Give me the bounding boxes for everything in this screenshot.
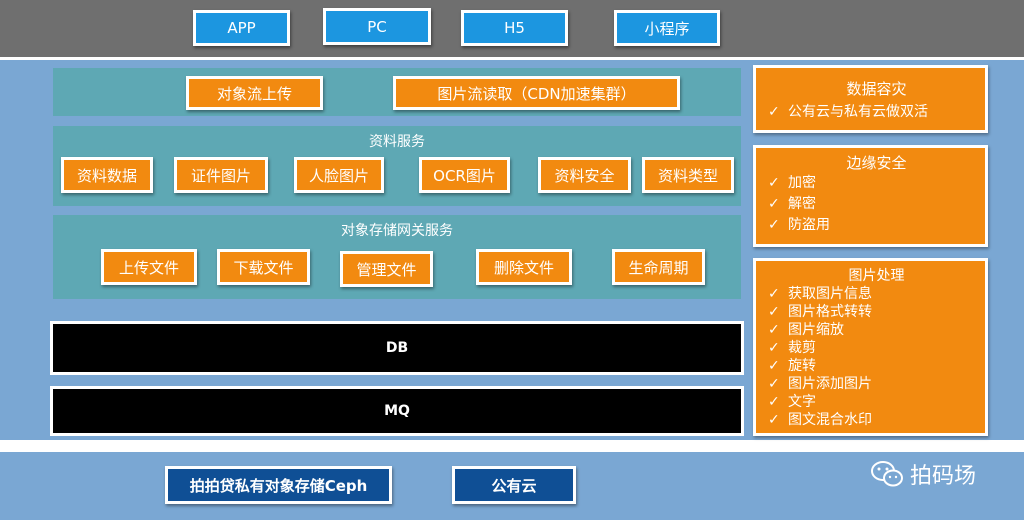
image-processing-box: 图片处理 ✓获取图片信息 ✓图片格式转转 ✓图片缩放 ✓裁剪 ✓旋转 ✓图片添加… <box>753 258 988 436</box>
edge-security-title: 边缘安全 <box>846 154 907 172</box>
data-service-item: 人脸图片 <box>294 157 384 193</box>
data-service-item: OCR图片 <box>419 157 510 193</box>
list-item: ✓加密 <box>768 173 985 194</box>
gateway-service-item: 删除文件 <box>476 249 572 285</box>
image-processing-title: 图片处理 <box>848 268 905 284</box>
client-app: APP <box>193 10 290 46</box>
check-icon: ✓ <box>768 322 780 338</box>
gateway-service-item: 管理文件 <box>340 251 433 287</box>
data-service-item: 资料安全 <box>538 157 631 193</box>
check-icon: ✓ <box>768 104 780 120</box>
list-item: ✓获取图片信息 <box>768 286 872 302</box>
image-stream-read: 图片流读取（CDN加速集群） <box>393 76 680 110</box>
db-bar: DB <box>50 321 744 375</box>
list-item: ✓解密 <box>768 194 985 215</box>
disaster-recovery-list: ✓公有云与私有云做双活 <box>768 101 985 121</box>
check-icon: ✓ <box>768 175 780 191</box>
data-service-item: 资料类型 <box>642 157 734 193</box>
list-item: ✓图文混合水印 <box>768 412 872 428</box>
disaster-recovery-box: 数据容灾 ✓公有云与私有云做双活 <box>753 65 988 133</box>
check-icon: ✓ <box>768 340 780 356</box>
wechat-icon <box>871 461 903 487</box>
list-item: ✓公有云与私有云做双活 <box>768 104 928 120</box>
disaster-recovery-title: 数据容灾 <box>846 80 907 98</box>
gateway-service-item: 上传文件 <box>101 249 197 285</box>
mq-bar: MQ <box>50 386 744 436</box>
check-icon: ✓ <box>768 412 780 428</box>
check-icon: ✓ <box>768 376 780 392</box>
check-icon: ✓ <box>768 217 780 233</box>
client-mini-program: 小程序 <box>614 10 720 46</box>
client-h5: H5 <box>461 10 568 46</box>
data-service-item: 证件图片 <box>174 157 268 193</box>
check-icon: ✓ <box>768 304 780 320</box>
list-item: ✓裁剪 <box>768 340 816 356</box>
edge-security-box: 边缘安全 ✓加密 ✓解密 ✓防盗用 <box>753 145 988 247</box>
backend-public-cloud: 公有云 <box>452 466 576 504</box>
object-stream-upload: 对象流上传 <box>186 76 323 110</box>
check-icon: ✓ <box>768 394 780 410</box>
list-item: ✓图片添加图片 <box>768 376 872 392</box>
watermark: 拍码场 <box>870 458 976 490</box>
check-icon: ✓ <box>768 196 780 212</box>
edge-security-list: ✓加密 ✓解密 ✓防盗用 <box>768 173 985 236</box>
backend-ceph: 拍拍贷私有对象存储Ceph <box>165 466 392 504</box>
watermark-text: 拍码场 <box>910 464 977 489</box>
list-item: ✓图片格式转转 <box>768 304 872 320</box>
data-service-item: 资料数据 <box>61 157 153 193</box>
client-pc: PC <box>323 8 431 45</box>
gateway-service-title: 对象存储网关服务 <box>341 223 453 239</box>
gateway-service-item: 生命周期 <box>612 249 705 285</box>
list-item: ✓图片缩放 <box>768 322 844 338</box>
list-item: ✓防盗用 <box>768 215 985 236</box>
band-divider <box>0 440 1024 452</box>
list-item: ✓旋转 <box>768 358 816 374</box>
data-service-title: 资料服务 <box>369 134 425 150</box>
check-icon: ✓ <box>768 358 780 374</box>
check-icon: ✓ <box>768 286 780 302</box>
image-processing-list: ✓获取图片信息 ✓图片格式转转 ✓图片缩放 ✓裁剪 ✓旋转 ✓图片添加图片 ✓文… <box>768 285 985 429</box>
data-service-panel: 资料服务 <box>53 126 741 206</box>
list-item: ✓文字 <box>768 394 816 410</box>
gateway-service-item: 下载文件 <box>217 249 310 285</box>
